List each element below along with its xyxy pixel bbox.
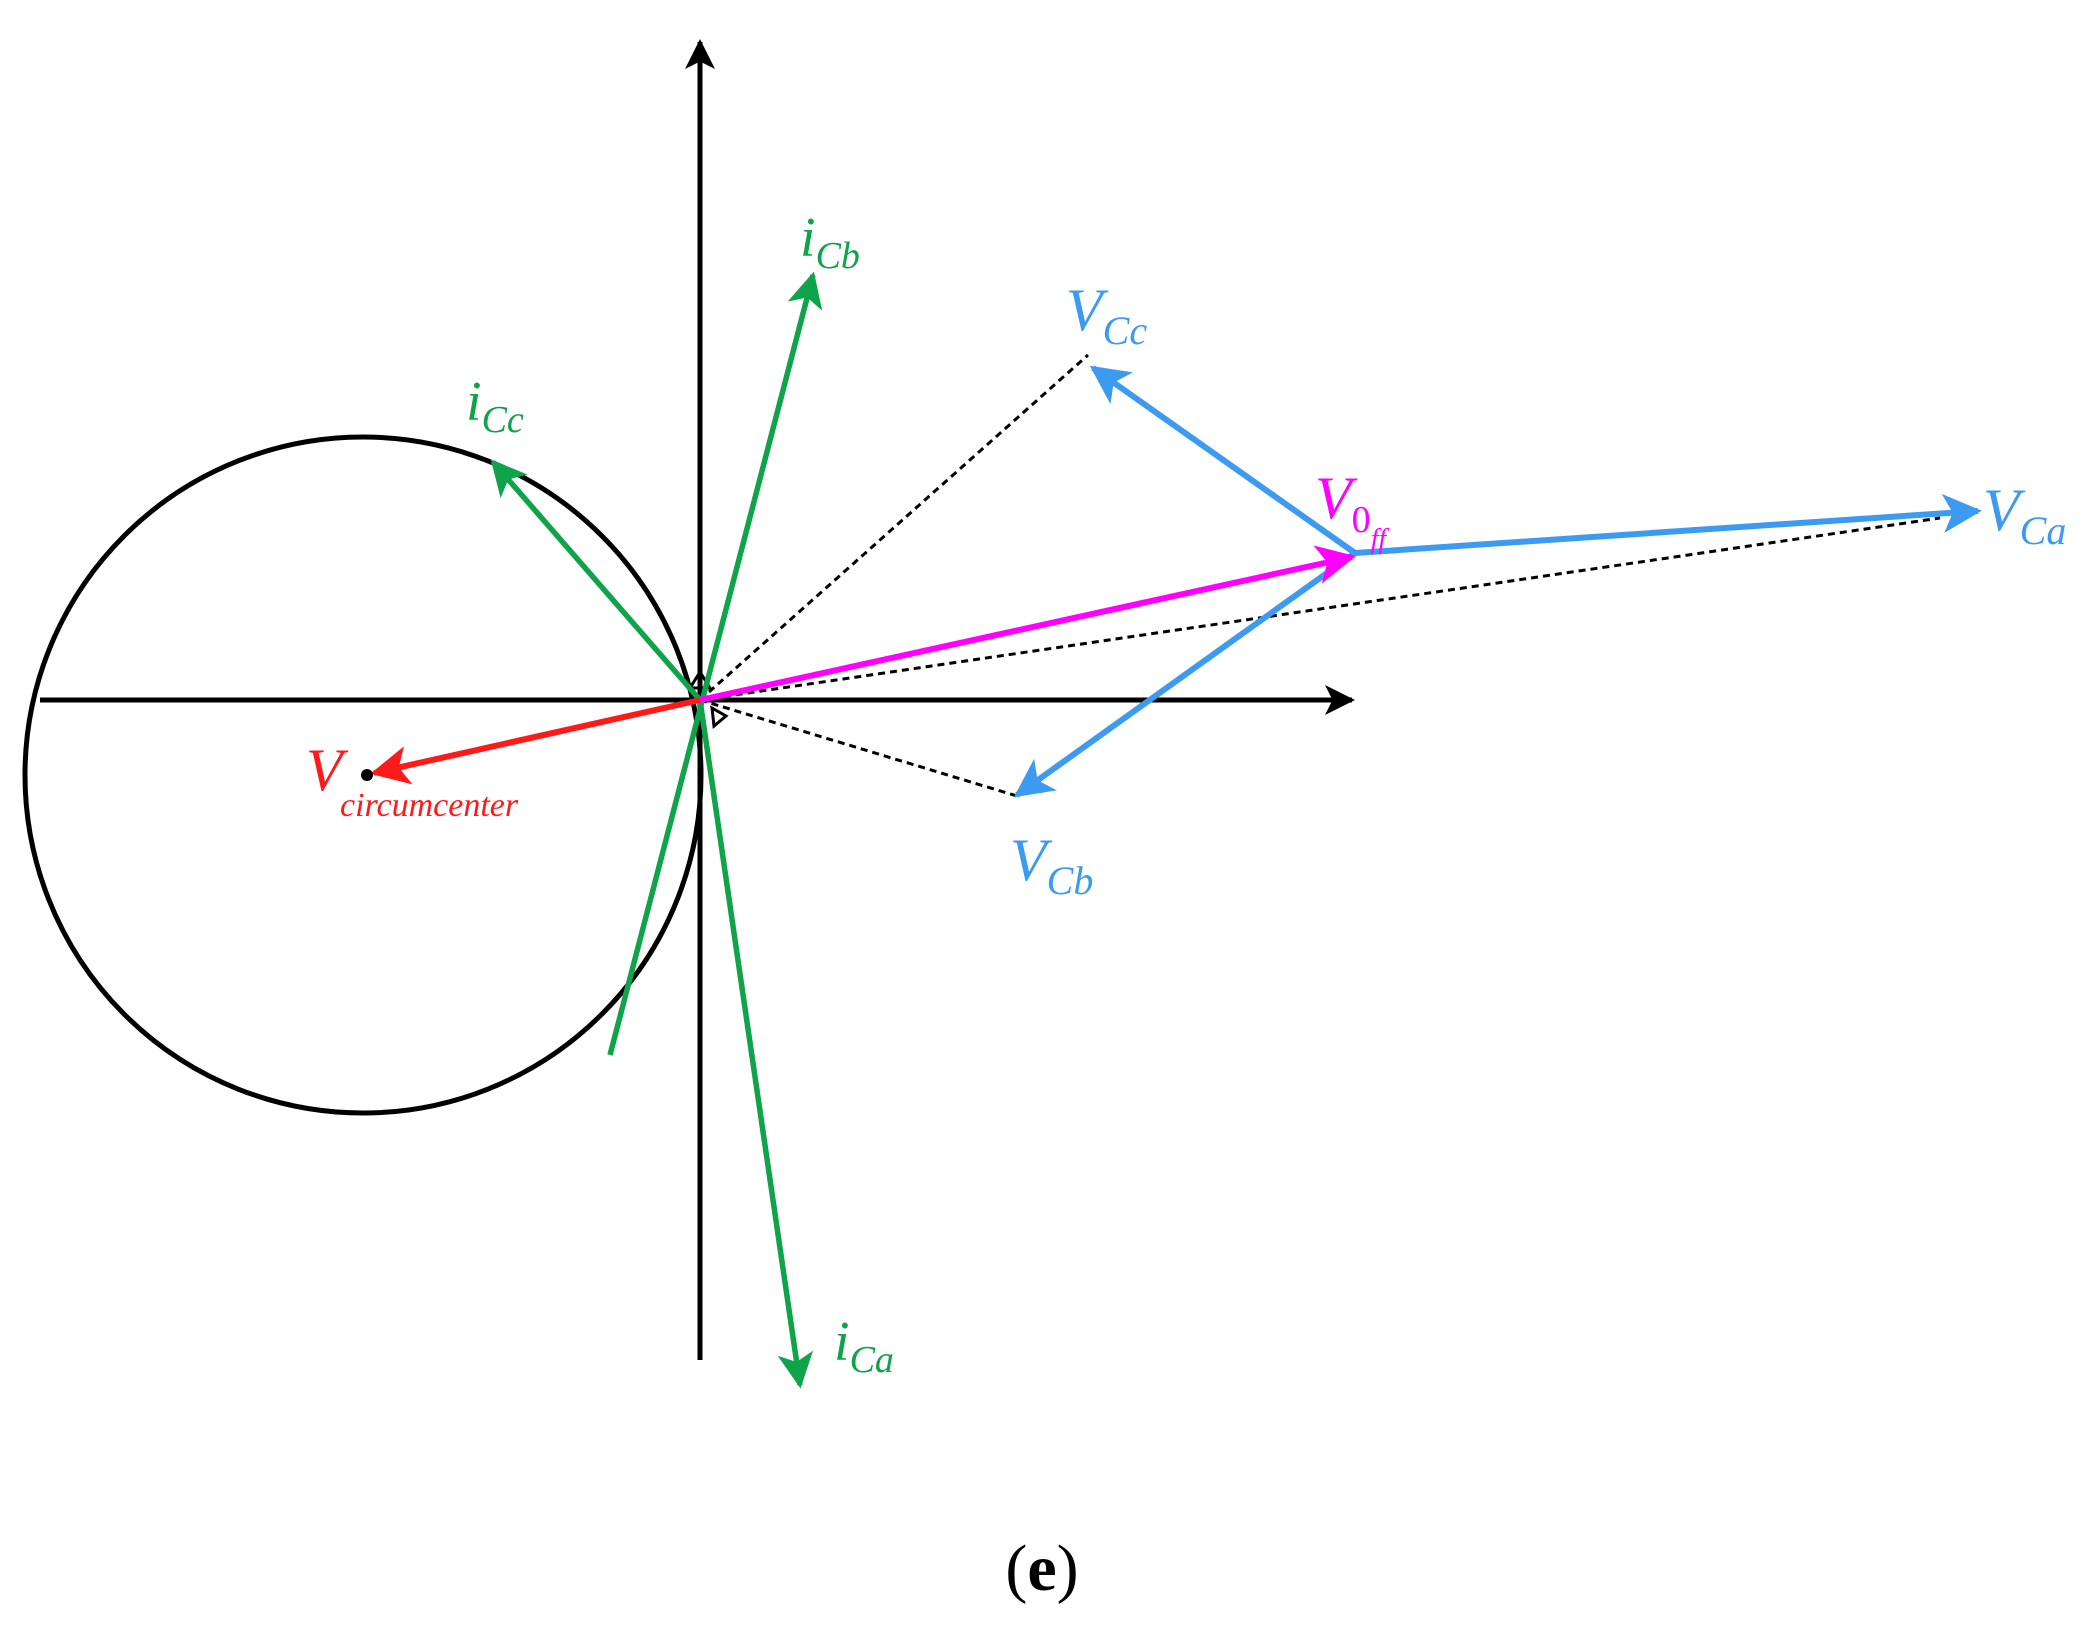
figure-caption: (e) [1005,1532,1078,1605]
label-i-cb: iCb [800,207,860,277]
dashed-construction-lines [699,353,1941,798]
label-v-ca: VCa [1983,477,2066,553]
label-v-cb: VCb [1010,827,1093,903]
v-0ff-vector [699,545,1356,703]
label-v-0ff: V0ff [1315,465,1389,555]
label-v-cc: VCc [1066,277,1147,353]
v-ca-vector [1354,493,1982,556]
v-circumcenter-vector [370,697,701,785]
v-cb-vector [1013,550,1357,798]
i-cb-vector [607,271,823,1056]
label-i-ca: iCa [834,1311,894,1381]
i-cc-vector [490,459,703,702]
circumcenter-point [361,769,373,781]
v-cc-vector [1089,365,1357,556]
label-i-cc: iCc [466,371,524,441]
i-ca-vector [697,699,814,1389]
